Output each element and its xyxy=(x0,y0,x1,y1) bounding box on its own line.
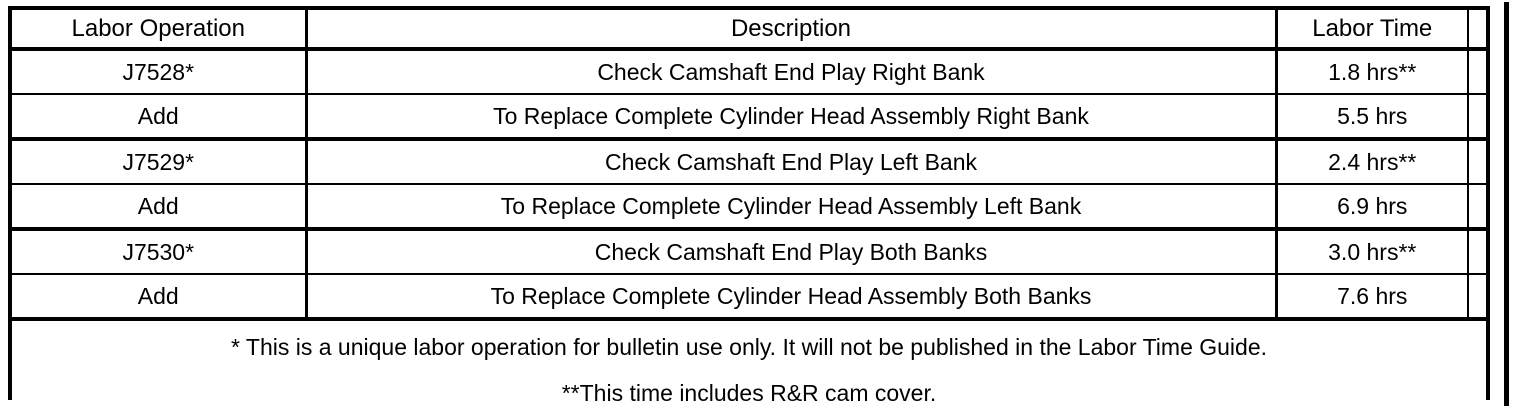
cell-labor-operation: J7529* xyxy=(12,139,308,185)
cell-labor-time: 7.6 hrs xyxy=(1276,274,1469,321)
cell-description: Check Camshaft End Play Both Banks xyxy=(306,229,1278,275)
cell-description: To Replace Complete Cylinder Head Assemb… xyxy=(306,184,1278,231)
footnote-double-asterisk: **This time includes R&R cam cover. xyxy=(561,380,937,406)
cell-description: To Replace Complete Cylinder Head Assemb… xyxy=(306,94,1278,141)
table-row: J7528* Check Camshaft End Play Right Ban… xyxy=(12,49,1486,95)
footnotes-block: * This is a unique labor operation for b… xyxy=(12,319,1486,419)
cell-description: Check Camshaft End Play Right Bank xyxy=(306,49,1278,95)
cell-spacer xyxy=(1468,94,1486,141)
cell-labor-operation: J7530* xyxy=(12,229,308,275)
footnote-row: * This is a unique labor operation for b… xyxy=(12,319,1486,419)
table-header: Labor Operation Description Labor Time xyxy=(12,10,1486,51)
table-row: Add To Replace Complete Cylinder Head As… xyxy=(12,274,1486,321)
labor-operation-table: Labor Operation Description Labor Time J… xyxy=(8,6,1490,419)
column-header-labor-time: Labor Time xyxy=(1276,10,1469,51)
cell-labor-operation: Add xyxy=(12,274,308,321)
table-body: J7528* Check Camshaft End Play Right Ban… xyxy=(12,49,1486,419)
page-canvas: Labor Operation Description Labor Time J… xyxy=(8,2,1509,419)
column-header-spacer xyxy=(1468,10,1486,51)
column-header-labor-operation: Labor Operation xyxy=(12,10,308,51)
table-row: Add To Replace Complete Cylinder Head As… xyxy=(12,184,1486,231)
footnote-single-asterisk: * This is a unique labor operation for b… xyxy=(230,334,1268,360)
cell-labor-time: 2.4 hrs** xyxy=(1276,139,1469,185)
cell-labor-time: 3.0 hrs** xyxy=(1276,229,1469,275)
table: Labor Operation Description Labor Time J… xyxy=(12,10,1486,419)
cell-spacer xyxy=(1468,184,1486,231)
cell-spacer xyxy=(1468,139,1486,185)
header-row: Labor Operation Description Labor Time xyxy=(12,10,1486,51)
cell-spacer xyxy=(1468,274,1486,321)
cell-labor-time: 1.8 hrs** xyxy=(1276,49,1469,95)
cell-description: To Replace Complete Cylinder Head Assemb… xyxy=(306,274,1278,321)
cell-description: Check Camshaft End Play Left Bank xyxy=(306,139,1278,185)
cell-spacer xyxy=(1468,229,1486,275)
cell-labor-operation: Add xyxy=(12,94,308,141)
cell-labor-operation: Add xyxy=(12,184,308,231)
cell-labor-time: 5.5 hrs xyxy=(1276,94,1469,141)
cell-labor-time: 6.9 hrs xyxy=(1276,184,1469,231)
table-row: Add To Replace Complete Cylinder Head As… xyxy=(12,94,1486,141)
table-row: J7529* Check Camshaft End Play Left Bank… xyxy=(12,139,1486,185)
page-edge-rule xyxy=(1504,2,1509,406)
cell-labor-operation: J7528* xyxy=(12,49,308,95)
table-row: J7530* Check Camshaft End Play Both Bank… xyxy=(12,229,1486,275)
column-header-description: Description xyxy=(306,10,1278,51)
cell-spacer xyxy=(1468,49,1486,95)
